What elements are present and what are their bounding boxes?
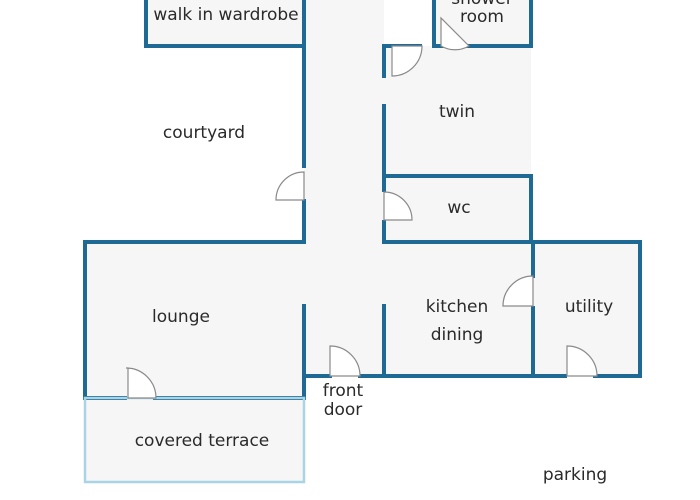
label-walk-in-wardrobe: walk in wardrobe <box>153 5 298 25</box>
shower-room-wall <box>432 0 533 48</box>
label-shower-room-1: shower <box>451 0 512 9</box>
label-parking: parking <box>543 465 607 485</box>
covered-terrace-outline <box>83 396 306 484</box>
label-covered-terrace: covered terrace <box>135 431 270 451</box>
door-utility <box>502 275 534 307</box>
door-shower <box>440 16 470 51</box>
lounge-floor <box>85 242 304 398</box>
wardrobe-floor <box>146 0 304 46</box>
room-labels: walk in wardrobe shower room courtyard t… <box>135 0 613 485</box>
label-twin: twin <box>439 102 475 122</box>
door-wc <box>383 191 413 221</box>
label-door: door <box>324 400 363 420</box>
terrace-floor <box>85 398 304 482</box>
hallway-floor <box>304 0 384 376</box>
label-front: front <box>323 381 364 401</box>
door-lounge-terrace <box>125 367 157 399</box>
label-dining: dining <box>431 325 484 345</box>
wardrobe-wall <box>144 0 306 48</box>
door-front <box>329 345 361 377</box>
utility-bottom-wall <box>531 240 642 378</box>
label-shower-room-2: room <box>460 7 504 27</box>
doors <box>125 16 598 399</box>
twin-wc-divider <box>382 174 533 244</box>
door-courtyard <box>275 171 305 201</box>
door-utility-exit <box>566 345 598 377</box>
door-twin <box>391 45 423 77</box>
walls <box>83 0 642 484</box>
hall-right-wall-low <box>382 220 535 244</box>
label-lounge: lounge <box>152 307 210 327</box>
label-kitchen: kitchen <box>426 297 489 317</box>
label-wc: wc <box>447 198 470 218</box>
kitchen-floor <box>384 242 533 376</box>
label-utility: utility <box>565 297 613 317</box>
label-courtyard: courtyard <box>163 123 245 143</box>
